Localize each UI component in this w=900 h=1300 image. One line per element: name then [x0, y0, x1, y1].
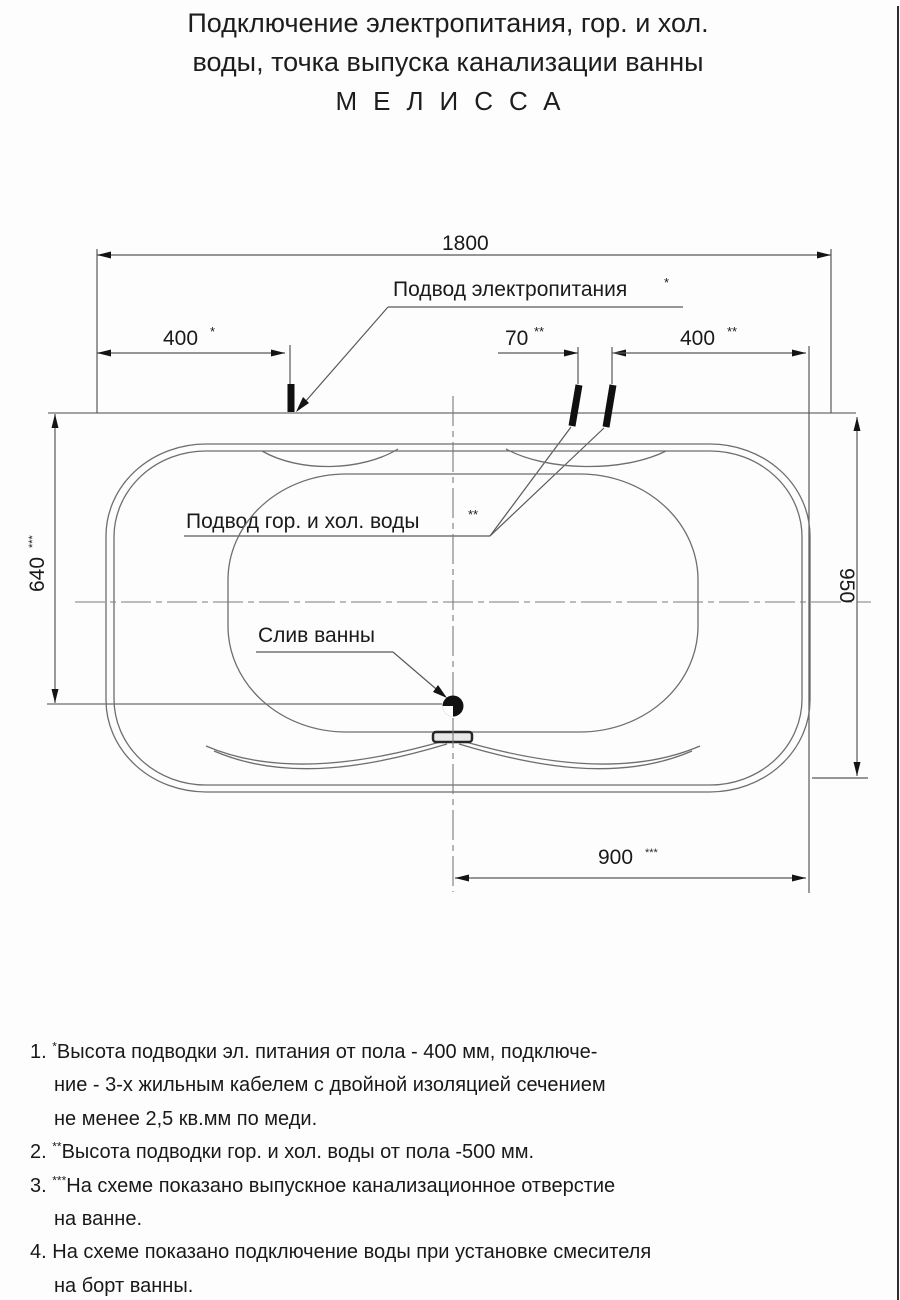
- note-4-line-1: 4. На схеме показано подключение воды пр…: [30, 1241, 652, 1264]
- headrest-right: [505, 448, 667, 468]
- note-3-line-2: на ванне.: [54, 1208, 143, 1231]
- dimension-400-left: 400 *: [97, 324, 291, 384]
- water-supply-callout: Подвод гор. и хол. воды **: [184, 384, 617, 537]
- dim-640-value: 640: [26, 557, 49, 592]
- dim-70-value: 70: [505, 327, 528, 350]
- dimension-900: 900 ***: [455, 846, 806, 882]
- title-model-name: МЕЛИССА: [335, 86, 577, 116]
- power-supply-label: Подвод электропитания: [393, 278, 627, 301]
- title-line-2: воды, точка выпуска канализации ванны: [192, 47, 704, 77]
- dim-400-left-value: 400: [163, 327, 198, 350]
- power-supply-mark: *: [664, 275, 669, 290]
- dim-400-right-value: 400: [680, 327, 715, 350]
- cold-water-connection-point: [602, 384, 617, 428]
- drain-callout: Слив ванны: [47, 624, 464, 717]
- power-supply-callout: Подвод электропитания *: [287, 275, 683, 412]
- note-2-line-1: 2. **Высота подводки гор. и хол. воды от…: [30, 1139, 535, 1164]
- apron-curve-right: [458, 739, 701, 765]
- bathtub-outline: [105, 443, 811, 793]
- dim-400-right-mark: **: [727, 324, 737, 339]
- centerlines: [75, 396, 871, 892]
- apron-curve-left: [205, 739, 448, 765]
- dim-900-mark: ***: [645, 847, 659, 859]
- dim-950-value: 950: [835, 568, 858, 603]
- dimension-1800: 1800: [96, 232, 832, 413]
- dimension-640: 640 ***: [26, 414, 59, 703]
- headrest-left: [261, 448, 399, 468]
- water-supply-mark: **: [468, 507, 478, 522]
- dim-640-mark: ***: [27, 534, 39, 548]
- note-4-line-2: на борт ванны.: [54, 1274, 194, 1297]
- dim-70-mark: **: [534, 324, 544, 339]
- scan-edge-line: [897, 6, 899, 1300]
- note-1-line-3: не менее 2,5 кв.мм по меди.: [54, 1107, 318, 1130]
- drain-label: Слив ванны: [258, 624, 375, 647]
- note-1-line-2: ние - 3-х жильным кабелем с двойной изол…: [54, 1074, 606, 1097]
- water-supply-label: Подвод гор. и хол. воды: [186, 510, 419, 533]
- dimension-950: 950: [812, 417, 868, 779]
- dimension-70-400: 70 ** 400 **: [498, 324, 810, 893]
- title-line-1: Подключение электропитания, гор. и хол.: [187, 8, 709, 38]
- note-1-line-1: 1. *Высота подводки эл. питания от пола …: [30, 1039, 598, 1063]
- installation-notes: 1. *Высота подводки эл. питания от пола …: [30, 1036, 870, 1300]
- dim-900-value: 900: [598, 846, 633, 869]
- hot-water-connection-point: [568, 384, 583, 427]
- page-title: Подключение электропитания, гор. и хол. …: [0, 4, 896, 121]
- dim-1800-value: 1800: [442, 232, 489, 255]
- note-3-line-1: 3. ***На схеме показано выпускное канали…: [30, 1172, 616, 1197]
- dim-400-left-mark: *: [210, 324, 215, 339]
